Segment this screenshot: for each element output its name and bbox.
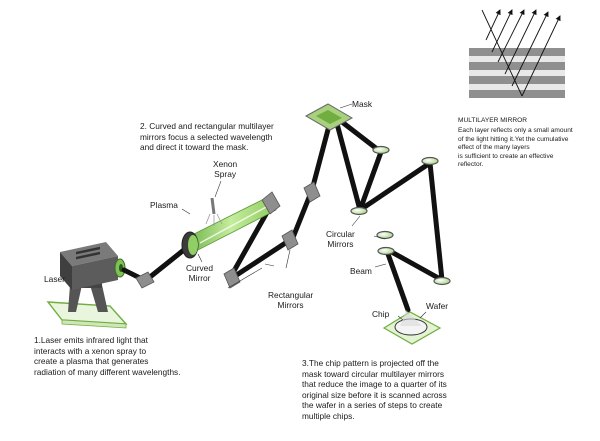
reflected-ray	[504, 9, 537, 75]
multilayer-mirror-description: Each layer reflects only a small amount …	[458, 127, 573, 169]
multilayer-mirror-inset	[469, 9, 565, 98]
xenon-spray-nozzle	[205, 197, 223, 226]
leader-line	[181, 208, 191, 215]
leader-line	[351, 215, 361, 227]
beam-label: Beam	[350, 266, 372, 276]
laser-body	[72, 256, 118, 290]
circular-mirrors-label: Circular Mirrors	[326, 229, 355, 249]
xenon-nozzle	[210, 197, 216, 215]
leader-line	[227, 267, 263, 289]
circular-mirror	[433, 276, 451, 286]
step-3-text: 3.The chip pattern is projected off the …	[302, 358, 447, 421]
mirror-layer	[469, 48, 565, 56]
circular-mirror	[372, 145, 390, 155]
step-2-text: 2. Curved and rectangular multilayer mir…	[140, 121, 274, 153]
mirror-layer	[469, 84, 565, 90]
rectangular-mirror	[281, 229, 299, 251]
beam-segment	[357, 149, 384, 213]
label-leaders	[181, 180, 387, 289]
reflected-ray	[497, 9, 525, 63]
reflected-ray	[485, 9, 501, 41]
beam-segment	[357, 160, 433, 213]
circular-mirror	[377, 246, 395, 256]
reflected-ray	[521, 15, 561, 97]
mask	[304, 103, 354, 131]
mirror-layer	[469, 70, 565, 76]
mirror-layer	[469, 90, 565, 98]
reflected-ray	[491, 9, 513, 53]
laser-vent	[76, 246, 100, 255]
xenon-spray-line	[205, 213, 211, 225]
laser-body	[60, 242, 118, 266]
rectangular-mirrors-label: Rectangular Mirrors	[268, 290, 314, 310]
leader-line	[214, 180, 222, 198]
circular-mirror	[350, 206, 368, 216]
mask-pattern	[316, 110, 342, 124]
beam-segment	[385, 247, 445, 283]
mirror-layer	[469, 56, 565, 62]
leader-line	[285, 249, 291, 269]
beam-segment	[385, 251, 411, 313]
leader-line	[373, 235, 386, 240]
xenon-spray-label: Xenon Spray	[213, 159, 238, 179]
rectangular-mirror	[261, 191, 281, 215]
plasma-label: Plasma	[150, 200, 178, 210]
beam-segment	[339, 119, 384, 155]
laser-base-plate-edge	[61, 319, 127, 329]
xenon-spray-line	[216, 213, 223, 225]
laser-body	[60, 252, 72, 290]
mirror-layer	[469, 62, 565, 70]
rectangular-mirrors	[135, 181, 321, 289]
step-1-text: 1.Laser emits infrared light that intera…	[34, 335, 181, 377]
curved-mirror-face	[188, 235, 198, 255]
circular-mirrors	[350, 145, 451, 286]
laser-label: Laser	[44, 274, 65, 284]
wafer-label: Wafer	[426, 301, 449, 311]
wafer-stage	[382, 310, 442, 345]
laser-base-plate	[46, 301, 128, 325]
beam-segment	[229, 237, 293, 281]
leader-line	[374, 263, 387, 268]
laser-vent	[76, 251, 100, 260]
plasma-tube	[181, 195, 277, 259]
multilayer-mirror-title: MULTILAYER MIRROR	[458, 117, 527, 124]
leader-line	[419, 311, 427, 319]
laser-stand	[90, 285, 108, 312]
leader-line	[397, 315, 404, 321]
curved-mirror-label: Curved Mirror	[186, 263, 213, 283]
beam-segment	[427, 160, 445, 283]
circular-mirror	[376, 230, 394, 240]
beam-segment	[309, 119, 333, 193]
laser-stand	[68, 285, 82, 312]
beam-segment	[333, 117, 363, 213]
ray-lines	[481, 9, 561, 97]
leader-line	[339, 103, 353, 109]
leader-line	[264, 263, 275, 267]
plasma-glow	[199, 205, 269, 244]
leader-line	[197, 253, 203, 263]
laser-unit	[46, 242, 128, 329]
rectangular-mirror	[223, 267, 241, 289]
chip-light-cone	[400, 310, 422, 326]
chip-label: Chip	[372, 309, 390, 319]
circular-mirror	[421, 156, 439, 166]
mirror-layer	[469, 76, 565, 84]
rectangular-mirror	[303, 181, 321, 203]
mask-label: Mask	[352, 99, 373, 109]
rectangular-mirror	[135, 271, 155, 289]
reflected-ray	[511, 11, 549, 87]
